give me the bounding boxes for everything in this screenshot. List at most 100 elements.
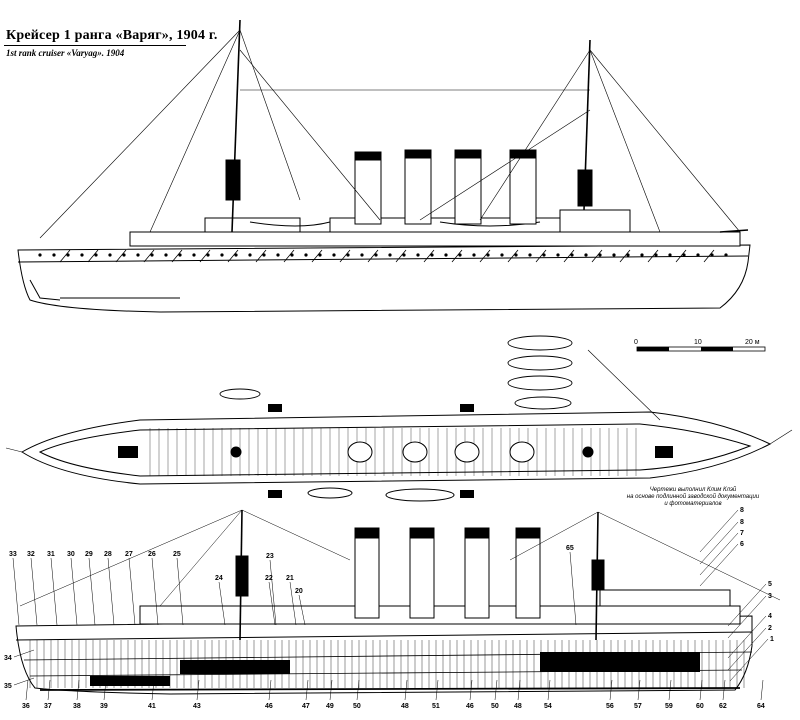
callout-leader	[699, 532, 739, 576]
porthole	[66, 253, 70, 257]
longitudinal-section	[15, 509, 781, 695]
porthole	[724, 253, 728, 257]
callout-leader	[547, 679, 551, 701]
callout-number: 36	[22, 703, 30, 710]
drawing-credit: Чертежи выполнил Клим Клэй на основе под…	[598, 487, 788, 508]
callout-number: 37	[44, 703, 52, 710]
callout-leader	[699, 679, 703, 701]
callout-number: 48	[514, 703, 522, 710]
callout-number: 65	[566, 545, 574, 552]
callout-leader	[727, 627, 767, 671]
hull-hatch	[563, 249, 575, 263]
callout-number: 64	[757, 703, 765, 710]
callout-leader	[70, 557, 78, 626]
callout-leader	[305, 679, 309, 701]
scale-label-0: 0	[634, 339, 638, 346]
hull-hatch	[479, 249, 491, 263]
callout-leader	[469, 679, 473, 701]
callout-number: 33	[9, 551, 17, 558]
callout-leader	[268, 581, 276, 626]
callout-number: 8	[740, 507, 744, 514]
callout-leader	[151, 557, 159, 626]
callout-leader	[569, 551, 577, 626]
porthole	[682, 253, 686, 257]
callout-number: 5	[768, 581, 772, 588]
porthole	[528, 253, 532, 257]
callout-leader	[494, 679, 498, 701]
callout-leader	[668, 679, 672, 701]
callout-leader	[435, 679, 439, 701]
porthole	[486, 253, 490, 257]
callout-number: 6	[740, 541, 744, 548]
callout-number: 50	[353, 703, 361, 710]
callout-number: 46	[265, 703, 273, 710]
hull-hatch	[647, 249, 659, 263]
callout-number: 57	[634, 703, 642, 710]
callout-number: 49	[326, 703, 334, 710]
callout-number: 34	[4, 655, 12, 662]
callout-leader	[727, 595, 767, 639]
callout-leader	[25, 679, 29, 701]
callout-leader	[128, 557, 136, 626]
porthole	[598, 253, 602, 257]
callout-number: 28	[104, 551, 112, 558]
hull-hatch	[423, 249, 435, 263]
hull-hatch	[283, 249, 295, 263]
hull-hatch	[507, 249, 519, 263]
hull-hatch	[451, 249, 463, 263]
callout-number: 35	[4, 683, 12, 690]
callout-number: 1	[770, 636, 774, 643]
title-rule	[4, 45, 186, 46]
porthole	[290, 253, 294, 257]
hull-hatch	[339, 249, 351, 263]
callout-leader	[356, 679, 360, 701]
callout-leader	[298, 594, 306, 626]
callout-leader	[103, 679, 107, 701]
porthole	[80, 253, 84, 257]
callout-leader	[76, 679, 80, 701]
callout-number: 20	[295, 588, 303, 595]
callout-number: 41	[148, 703, 156, 710]
porthole	[570, 253, 574, 257]
porthole	[220, 253, 224, 257]
hull-hatch	[367, 249, 379, 263]
hull-hatch	[255, 249, 267, 263]
porthole	[150, 253, 154, 257]
scale-label-20: 20 м	[745, 339, 760, 346]
callout-leader	[176, 557, 184, 626]
title-russian: Крейсер 1 ранга «Варяг», 1904 г.	[6, 28, 218, 43]
callout-number: 38	[73, 703, 81, 710]
credit-line-2: на основе подлинной заводской документац…	[626, 494, 760, 500]
callout-leader	[13, 649, 35, 658]
callout-leader	[289, 581, 297, 626]
porthole	[262, 253, 266, 257]
porthole	[192, 253, 196, 257]
porthole	[94, 253, 98, 257]
porthole	[178, 253, 182, 257]
scale-label-10: 10	[694, 339, 702, 346]
porthole	[402, 253, 406, 257]
callout-leader	[107, 557, 115, 626]
callout-number: 60	[696, 703, 704, 710]
callout-number: 8	[740, 519, 744, 526]
callout-number: 2	[768, 625, 772, 632]
porthole	[108, 253, 112, 257]
scale-bar: 0 10 20 м	[634, 339, 766, 352]
hull-hatch	[227, 249, 239, 263]
callout-leader	[196, 679, 200, 701]
porthole	[164, 253, 168, 257]
hull-hatch	[115, 249, 127, 263]
porthole	[346, 253, 350, 257]
callout-number: 7	[740, 530, 744, 537]
porthole	[136, 253, 140, 257]
porthole	[206, 253, 210, 257]
hull-hatch	[619, 249, 631, 263]
porthole	[640, 253, 644, 257]
callout-number: 39	[100, 703, 108, 710]
callout-leader	[699, 521, 739, 565]
callout-leader	[727, 615, 767, 659]
hull-hatch	[395, 249, 407, 263]
callout-number: 43	[193, 703, 201, 710]
callout-leader	[269, 559, 277, 626]
